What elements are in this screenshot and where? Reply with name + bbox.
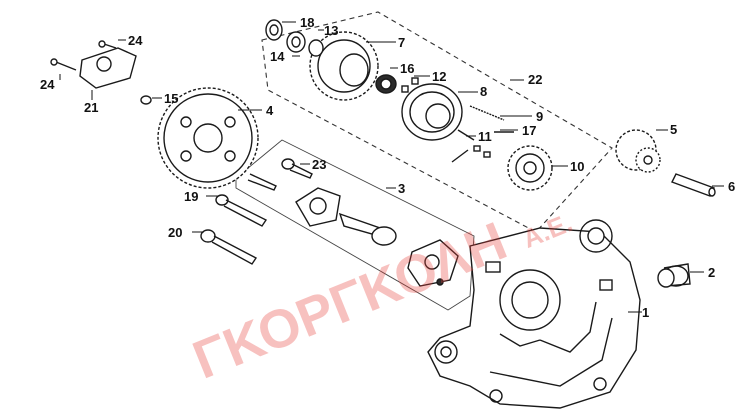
callout-10: 10 <box>570 159 584 174</box>
callout-21: 21 <box>84 100 98 115</box>
assembly-group-outline <box>261 11 613 233</box>
callout-17: 17 <box>522 123 536 138</box>
callout-23: 23 <box>312 157 326 172</box>
oil-pump-group-outline <box>235 139 475 311</box>
washer-part <box>286 31 306 53</box>
callout-4: 4 <box>266 103 274 118</box>
spacer-part <box>308 39 324 57</box>
callout-15: 15 <box>164 91 178 106</box>
bolt-part-19 <box>215 194 268 227</box>
crankcase-part <box>427 219 641 409</box>
leader-lines <box>59 21 724 313</box>
roller-part-12 <box>401 77 419 93</box>
callout-18: 18 <box>300 15 314 30</box>
needle-bearing-part <box>375 74 397 94</box>
o-ring-part-15 <box>140 95 152 105</box>
callout-11: 11 <box>478 129 492 144</box>
bolt-part-20 <box>200 229 258 265</box>
screw-part-24 <box>50 40 117 71</box>
callout-1: 1 <box>642 305 649 320</box>
seal-ring-part <box>265 19 283 41</box>
callout-2: 2 <box>708 265 715 280</box>
callout-16: 16 <box>400 61 414 76</box>
callout-5: 5 <box>670 122 677 137</box>
callout-labels: 1 2 3 4 5 6 7 8 9 10 11 12 13 14 15 16 1… <box>40 15 735 320</box>
bolt-part-23 <box>247 158 313 191</box>
cover-plate-part <box>79 47 137 89</box>
callout-14: 14 <box>270 49 285 64</box>
callout-6: 6 <box>728 179 735 194</box>
callout-20: 20 <box>168 225 182 240</box>
callout-22: 22 <box>528 72 542 87</box>
callout-24-left: 24 <box>40 77 55 92</box>
callout-19: 19 <box>184 189 198 204</box>
callout-12: 12 <box>432 69 446 84</box>
drive-gear-part <box>615 129 661 173</box>
oil-pump-part <box>295 187 459 287</box>
reduction-gear-part <box>507 145 553 191</box>
callout-24-top: 24 <box>128 33 143 48</box>
spring-part-9 <box>469 105 505 121</box>
callout-3: 3 <box>398 181 405 196</box>
large-gear-part <box>157 87 259 189</box>
callout-8: 8 <box>480 84 487 99</box>
shaft-pin-part <box>671 173 716 197</box>
callout-9: 9 <box>536 109 543 124</box>
callout-7: 7 <box>398 35 405 50</box>
one-way-clutch-part <box>401 83 463 141</box>
pin-part-11 <box>451 129 491 163</box>
callout-13: 13 <box>324 23 338 38</box>
bushing-part <box>657 263 691 288</box>
starter-gear-part <box>309 31 379 101</box>
